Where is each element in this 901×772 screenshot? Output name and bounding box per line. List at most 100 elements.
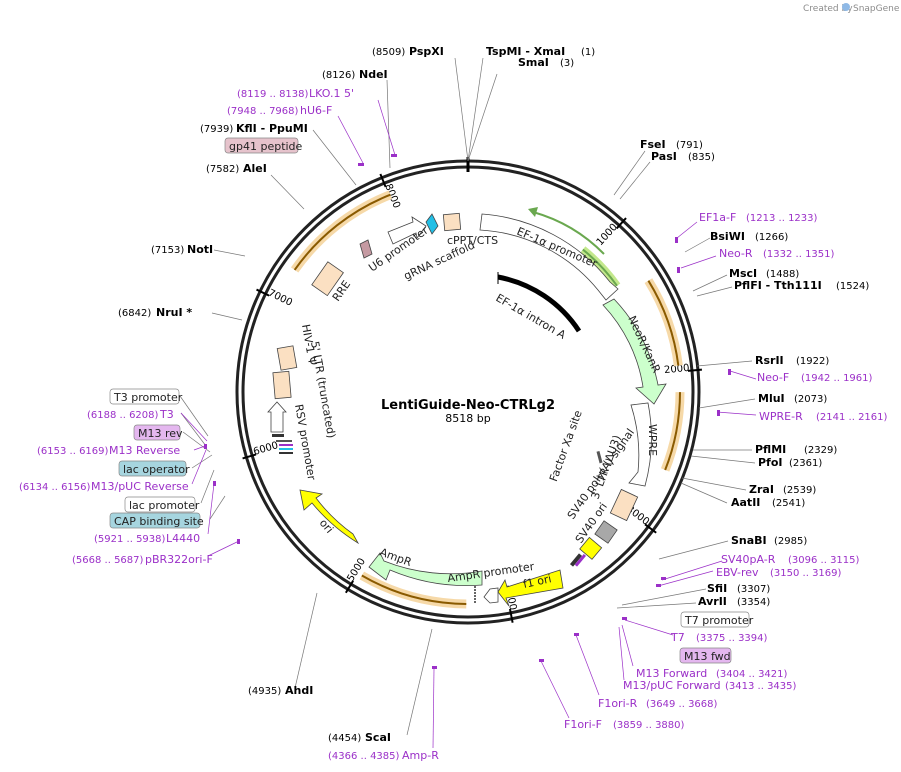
primer-name: SV40pA-R — [721, 553, 776, 566]
backbone-outer-ring — [235, 159, 701, 625]
tick-mark — [256, 288, 270, 297]
site-name: NotI — [187, 243, 213, 256]
m13-rev-label: M13 rev — [138, 427, 183, 440]
orf-line — [647, 280, 680, 366]
ltr3-feature — [609, 488, 639, 522]
primer-pos: (5668 .. 5687) — [72, 555, 144, 566]
site-pos: (3307) — [737, 584, 770, 595]
site-name: PfoI — [758, 456, 783, 469]
tick-mark — [508, 608, 514, 623]
tick-label: 1000 — [595, 222, 620, 248]
neor-kanr-feature — [602, 298, 667, 405]
site-pos: (2361) — [789, 458, 822, 469]
sv40-ori-feature — [579, 536, 603, 560]
site-name: MscI — [729, 267, 757, 280]
site-pos: (3) — [560, 58, 574, 69]
primer-name: F1ori-R — [598, 697, 638, 710]
ampr-promoter-feature — [483, 587, 499, 604]
t3-promoter-label: T3 promoter — [113, 391, 183, 404]
primer-name: Neo-R — [719, 247, 753, 260]
primer-pos: (3150 .. 3169) — [770, 568, 842, 579]
t7-promoter-label: T7 promoter — [684, 614, 754, 627]
tick-mark — [644, 523, 657, 534]
site-name: NdeI — [359, 68, 388, 81]
primer-pos: (3859 .. 3880) — [613, 720, 685, 731]
site-pos: (1922) — [796, 356, 829, 367]
site-name: PasI — [651, 150, 677, 163]
ef1a-intron-feature — [497, 274, 582, 333]
site-pos: (3354) — [737, 597, 770, 608]
primer-name: M13 Forward — [636, 667, 707, 680]
orf-line — [664, 392, 681, 471]
primer-pos: (6134 .. 6156) — [19, 482, 91, 493]
snapgene-logo-icon — [842, 3, 850, 11]
primer-name: F1ori-F — [564, 718, 602, 731]
site-pos: (2539) — [783, 485, 816, 496]
site-pos: (1266) — [755, 232, 788, 243]
plasmid-size: 8518 bp — [445, 412, 490, 425]
primer-name: EF1a-F — [699, 211, 736, 224]
feature-label: HIV-1 Ψ — [299, 323, 319, 366]
restriction-sites: (8509) PspXI TspMI - XmaI (1) SmaI (3) (… — [118, 45, 869, 744]
cppt-feature — [442, 212, 462, 232]
site-pos: (1488) — [766, 269, 799, 280]
rre-feature — [311, 261, 344, 297]
site-name: TspMI - XmaI — [486, 45, 565, 58]
site-name: PspXI — [409, 45, 444, 58]
tick-label: 6000 — [252, 440, 280, 458]
primer-leader-lines — [180, 99, 757, 749]
feature-label: RSV promoter — [292, 403, 318, 481]
primer-name: M13 Reverse — [109, 444, 180, 457]
primer-pos: (3375 .. 3394) — [696, 633, 768, 644]
primer-markers — [204, 154, 731, 669]
site-pos: (2541) — [772, 498, 805, 509]
site-name: KflI - PpuMI — [236, 122, 308, 135]
primer-pos: (1942 .. 1961) — [801, 373, 873, 384]
site-pos: (835) — [688, 152, 715, 163]
factor-xa-feature — [596, 450, 603, 464]
ori-feature — [299, 489, 360, 545]
primer-pos: (1213 .. 1233) — [746, 213, 818, 224]
site-pos: (7153) — [151, 245, 184, 256]
site-name: MluI — [758, 392, 785, 405]
primer-name: M13/pUC Reverse — [91, 480, 189, 493]
wpre-feature — [628, 402, 652, 487]
gp41-feature — [359, 239, 373, 259]
site-name: AvrII — [698, 595, 727, 608]
credit-text: Created by — [803, 4, 853, 14]
lac-promoter-label: lac promoter — [129, 499, 200, 512]
feature-label: WPRE — [646, 424, 659, 456]
orf-line — [293, 193, 391, 271]
cap-binding-site-label: CAP binding site — [114, 515, 204, 528]
site-name: ScaI — [365, 731, 391, 744]
feature-label: EF-1α intron A — [494, 291, 569, 342]
primer-pos: (4366 .. 4385) — [328, 751, 400, 762]
orf-line-green — [582, 248, 618, 287]
orf-line — [361, 574, 467, 605]
tick-mark — [344, 580, 354, 594]
orf-arcs — [290, 190, 685, 609]
rsv-promoter-feature — [267, 401, 287, 433]
site-pos: (7939) — [200, 124, 233, 135]
site-pos: (2329) — [804, 445, 837, 456]
tick-mark — [379, 173, 387, 188]
tick-mark — [242, 453, 257, 460]
brand-text: SnapGene — [853, 4, 900, 14]
primer-name: LKO.1 5' — [309, 87, 354, 100]
sv40-polya-feature — [594, 520, 618, 544]
primer-name: hU6-F — [300, 104, 332, 117]
primer-name: EBV-rev — [716, 566, 759, 579]
primer-pos: (3413 .. 3435) — [725, 681, 797, 692]
ampr-feature — [368, 552, 483, 586]
site-pos: (2073) — [794, 394, 827, 405]
tick-mark — [615, 217, 627, 230]
primer-pos: (6188 .. 6208) — [87, 410, 159, 421]
site-name: PflMI — [755, 443, 786, 456]
lac-operator-label: lac operator — [123, 463, 190, 476]
site-name: SmaI — [518, 56, 549, 69]
primer-pos: (3404 .. 3421) — [716, 669, 788, 680]
site-pos: (4935) — [248, 686, 281, 697]
tick-label: 2000 — [664, 363, 690, 376]
site-name: SfiI — [707, 582, 727, 595]
primer-name: T3 — [159, 408, 174, 421]
